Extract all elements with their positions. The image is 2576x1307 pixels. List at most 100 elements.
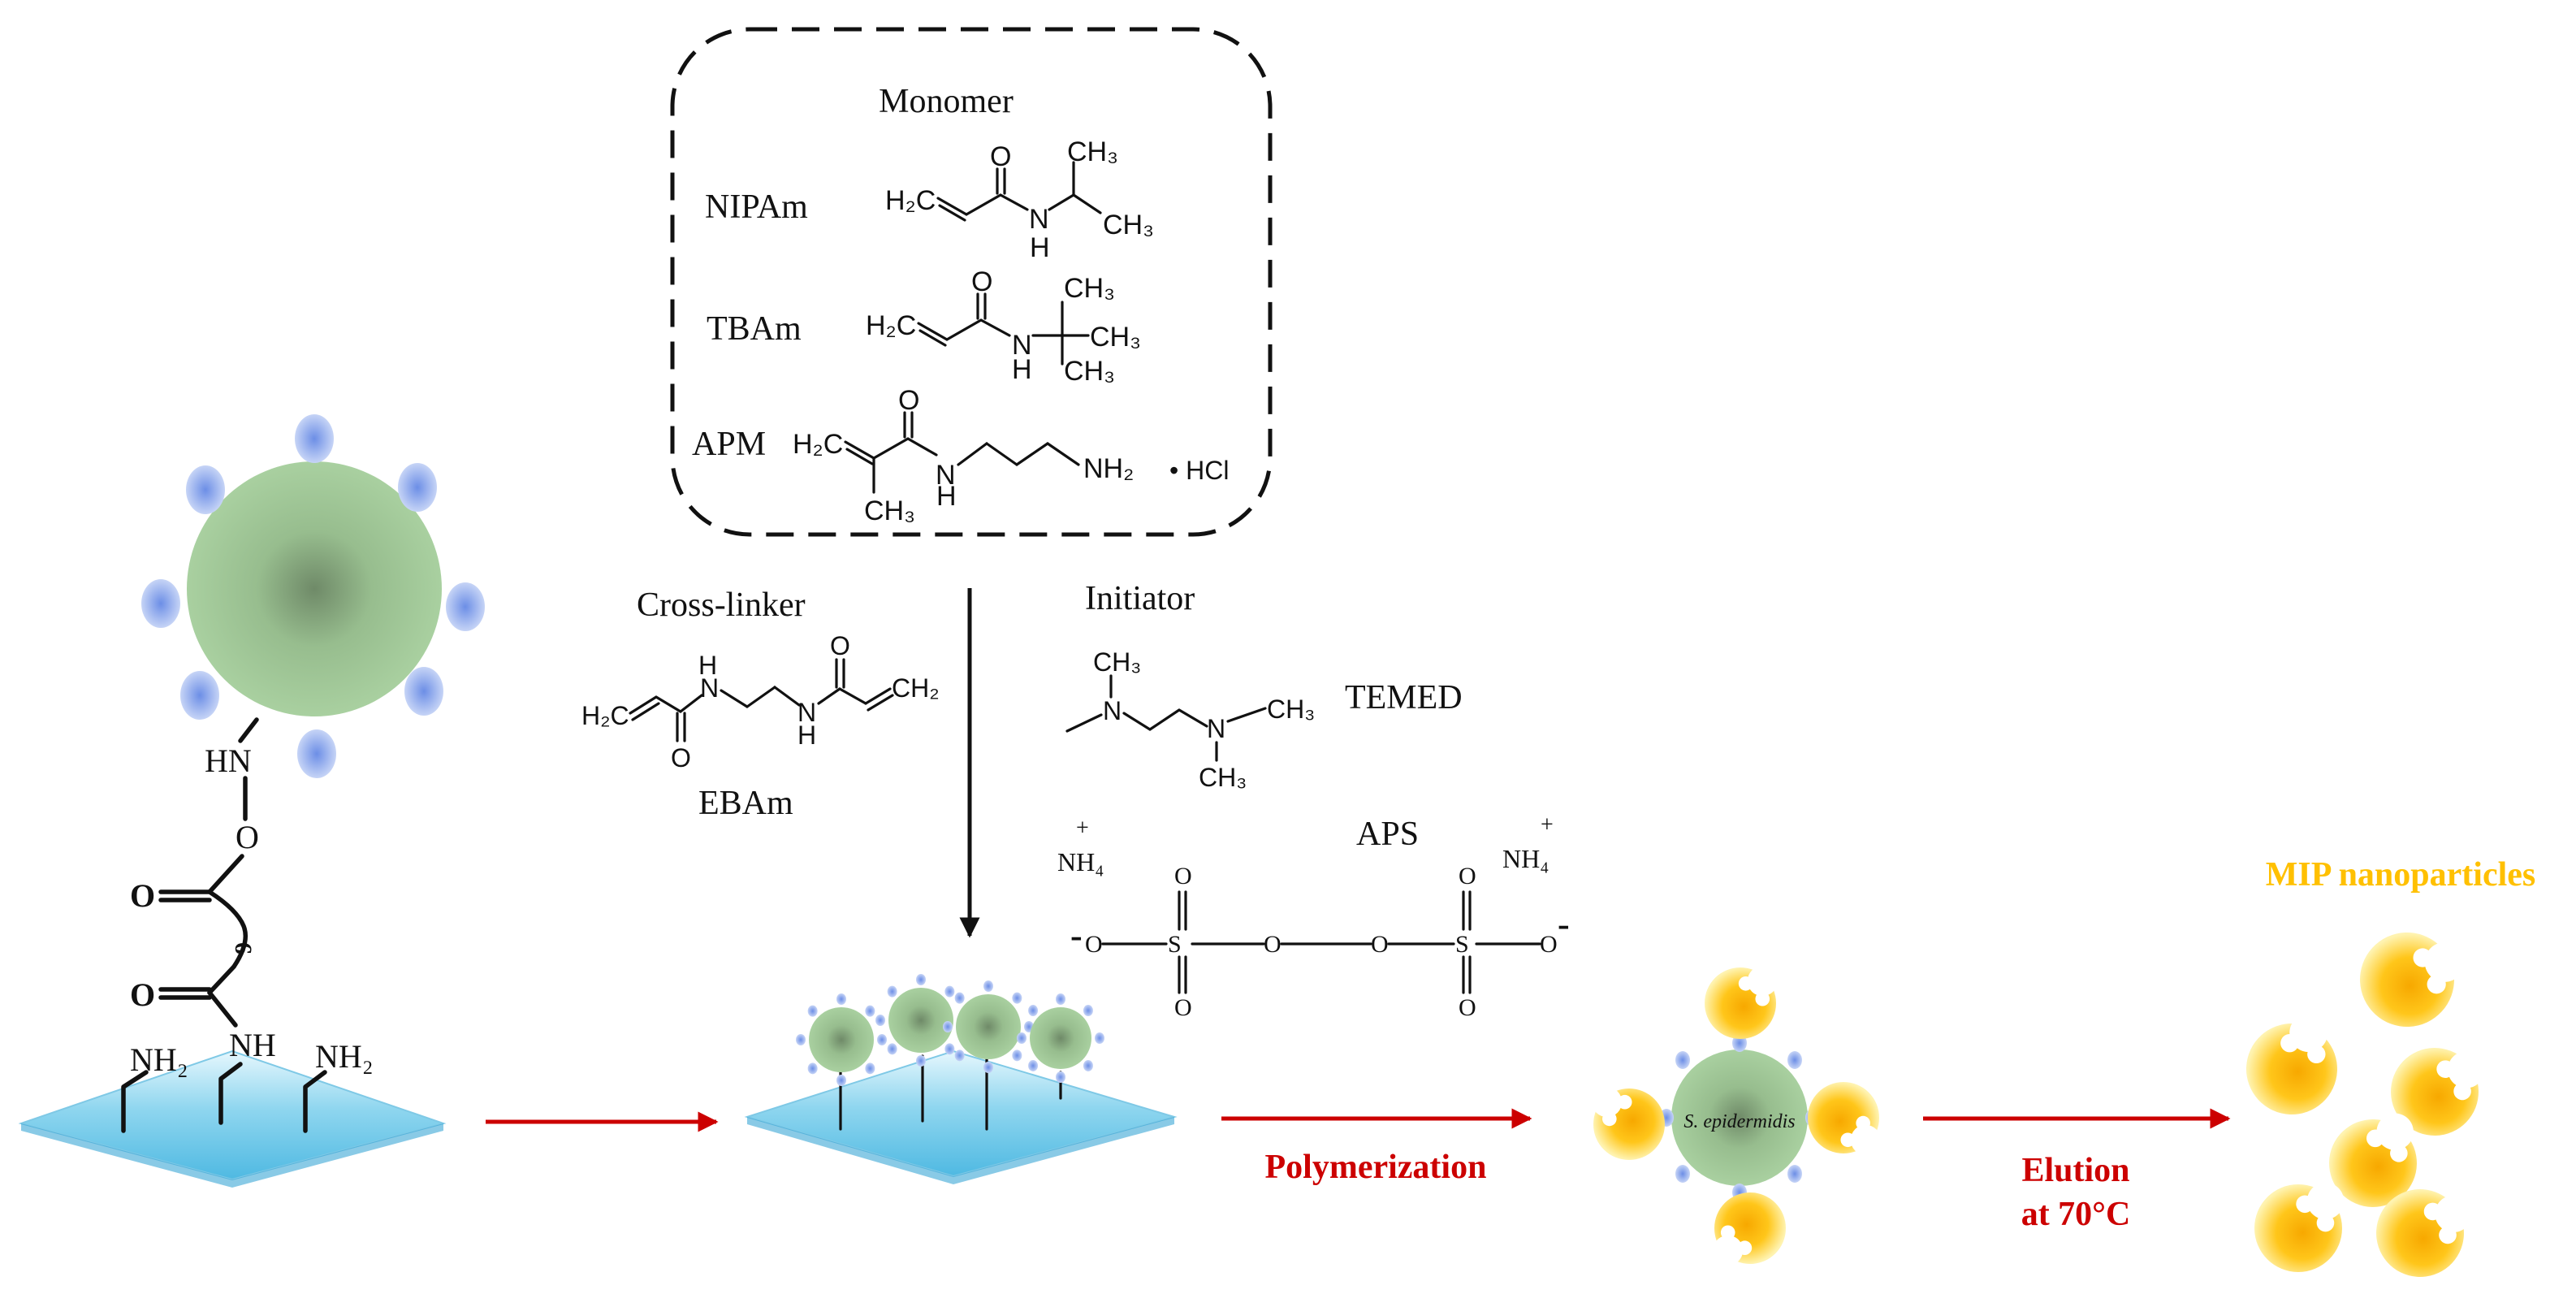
aps-o6: O	[1459, 863, 1476, 889]
nh4-left-plus: +	[1076, 816, 1089, 841]
bacteria-array-on-glass	[744, 974, 1178, 1184]
bacterium-small-4	[1030, 1007, 1091, 1069]
crosslinker-label: Cross-linker	[637, 586, 806, 624]
aps-label: APS	[1356, 816, 1419, 853]
imprinted-complex: S. epidermidis	[1592, 966, 1881, 1266]
ebam-label: EBAm	[698, 785, 793, 822]
ebam-n-right: N	[797, 698, 816, 727]
surface-dot	[1675, 1051, 1690, 1069]
surface-dot	[1028, 1059, 1039, 1071]
nipam-label: NIPAm	[705, 188, 808, 226]
surface-dot	[983, 1062, 993, 1073]
mip-nanoparticle-3	[2391, 1048, 2485, 1136]
aps-s1: S	[1168, 931, 1182, 958]
nipam-h: H	[1030, 232, 1050, 263]
tbam-label: TBAm	[707, 310, 802, 348]
ebam-o-left: O	[671, 743, 691, 773]
aps-o2: O	[1174, 863, 1192, 889]
surface-dot	[1028, 1005, 1039, 1017]
crosslinker-group: Cross-linker H₂C O H N N H O CH₂	[581, 586, 940, 822]
ebam-ch2-right: CH₂	[892, 673, 940, 703]
mip-nanoparticle-5	[2254, 1182, 2345, 1272]
surface-dot	[943, 1021, 953, 1032]
ebam-h-right: H	[797, 721, 816, 750]
aps-o4: O	[1264, 931, 1282, 958]
surface-dot	[944, 985, 955, 998]
mip-bound-top	[1705, 966, 1778, 1039]
surface-dot	[877, 1034, 887, 1045]
surface-dot	[1083, 1059, 1093, 1071]
nh4-right: NH₄	[1502, 844, 1549, 873]
amine-left: NH₂	[130, 1041, 188, 1078]
mip-nanoparticle-6	[2376, 1189, 2472, 1277]
surface-dot	[1012, 992, 1022, 1004]
surface-dot	[865, 1005, 875, 1017]
surface-dot	[916, 1055, 926, 1067]
tbam-ch3-top: CH₃	[1064, 273, 1115, 304]
initiator-group: Initiator CH₃ N N CH₃ CH₃ TEMED APS NH₄ …	[1057, 580, 1570, 1021]
surface-dot	[954, 992, 965, 1004]
surface-dot	[807, 1005, 818, 1017]
surface-dot	[916, 974, 926, 985]
apm-label: APM	[692, 426, 766, 463]
aps-o1: O	[1085, 931, 1103, 958]
aps-o5: O	[1371, 931, 1389, 958]
surface-dot	[944, 1043, 955, 1055]
elution-label-line1: Elution	[2021, 1152, 2129, 1189]
nipam-structure: H₂C O N H CH₃ CH₃	[885, 136, 1154, 263]
mip-bound-left	[1592, 1087, 1665, 1160]
mip-nanoparticle-2	[2246, 1013, 2337, 1114]
nipam-ch3-top: CH₃	[1067, 136, 1118, 167]
linker-chain: HN O O 6 O NH	[130, 717, 276, 1063]
nh4-right-plus: +	[1541, 812, 1554, 837]
aps-minus-left: -	[1070, 915, 1083, 955]
elution-label-line2: at 70°C	[2021, 1196, 2131, 1233]
monomer-title: Monomer	[879, 83, 1014, 120]
ebam-n-left: N	[700, 673, 719, 703]
aps-o7: O	[1459, 994, 1476, 1021]
bacterium-on-glass: HN O O 6 O NH NH₂ NH₂	[18, 414, 485, 1188]
nipam-h2c: H₂C	[885, 185, 936, 216]
apm-h: H	[936, 481, 957, 512]
apm-h2c: H₂C	[793, 429, 843, 460]
nipam-o: O	[990, 141, 1011, 172]
surface-dot	[983, 980, 993, 992]
nipam-ch3-right: CH₃	[1103, 210, 1154, 240]
tbam-h: H	[1012, 354, 1032, 385]
apm-nh2: NH₂	[1083, 453, 1134, 484]
bacterium-small-3	[956, 994, 1021, 1059]
surface-dot	[875, 1015, 885, 1026]
temed-n-right: N	[1207, 714, 1225, 743]
surface-dot	[1056, 1071, 1065, 1083]
polymerization-label: Polymerization	[1265, 1149, 1487, 1186]
apm-o: O	[898, 385, 919, 416]
linker-six: 6	[230, 942, 257, 954]
temed-label: TEMED	[1345, 679, 1463, 716]
surface-dot	[887, 985, 897, 998]
tbam-n: N	[1012, 330, 1032, 361]
bacterium-small-1	[809, 1007, 874, 1072]
mip-bound-bottom	[1713, 1192, 1786, 1266]
aps-structure: NH₄ + NH₄ + - O S O O O O S O O	[1057, 812, 1570, 1021]
bacterium-sphere-left	[187, 461, 442, 716]
bacterium-small-2	[888, 988, 953, 1053]
apm-structure: H₂C CH₃ O N H NH₂ • HCl	[793, 385, 1229, 526]
mip-nanoparticle-1	[2360, 933, 2465, 1027]
surface-dot	[1017, 1032, 1027, 1044]
linker-o-top: O	[130, 877, 155, 914]
surface-dot	[1083, 1005, 1093, 1017]
nipam-n: N	[1029, 204, 1049, 235]
surface-dot	[1787, 1051, 1802, 1069]
ebam-structure: H₂C O H N N H O CH₂	[581, 631, 940, 773]
tbam-h2c: H₂C	[866, 310, 916, 341]
surface-dot	[887, 1043, 897, 1055]
temed-n-left: N	[1103, 696, 1122, 725]
monomer-box: Monomer NIPAm H₂C O N H CH₃ CH₃ TBAm H₂C	[670, 27, 1273, 537]
aps-minus-right: -	[1558, 904, 1570, 944]
amine-groups: NH₂ NH₂	[121, 1038, 374, 1133]
surface-dot	[1012, 1049, 1022, 1062]
aps-o3: O	[1174, 994, 1192, 1021]
tbam-structure: H₂C O N H CH₃ CH₃ CH₃	[866, 266, 1141, 387]
bacterium-template	[1671, 1049, 1808, 1186]
